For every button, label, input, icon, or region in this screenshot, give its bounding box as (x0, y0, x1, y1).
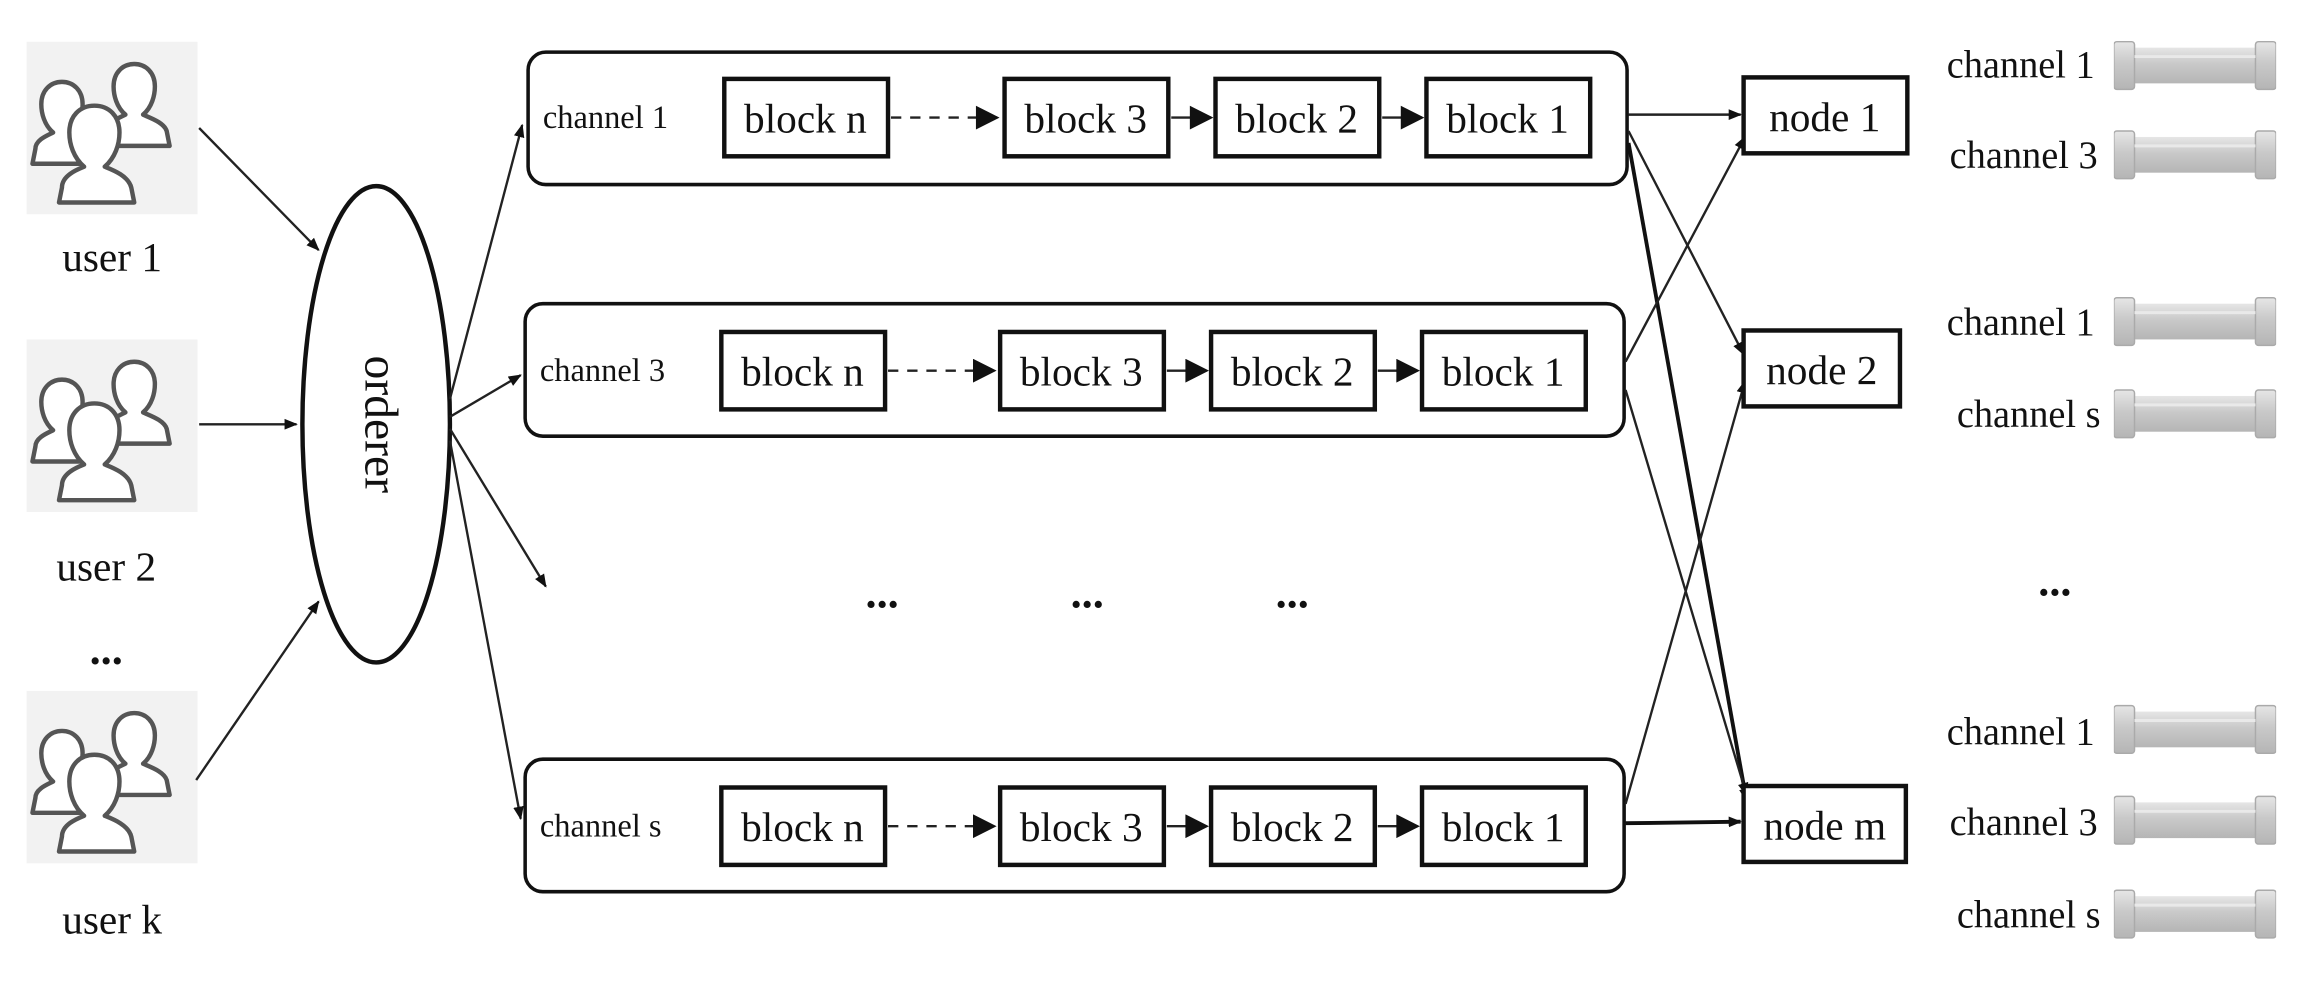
arrow-orderer-more (448, 428, 547, 588)
ledger-cylinder-icon (2113, 388, 2277, 440)
orderer: orderer (300, 183, 453, 665)
channel-row-3: channel 3 block n block 3 block 2 block … (523, 301, 1626, 438)
orderer-to-channel-arrows (448, 123, 547, 821)
ledger-channel-label: channel 1 (1947, 44, 2095, 86)
node-box (1741, 75, 1910, 156)
users-group-icon (27, 691, 198, 864)
ledger-channel-label: channel 3 (1950, 802, 2098, 844)
user-2-label: user 2 (56, 543, 156, 589)
channel-row-s: channel s block n block 3 block 2 block … (523, 757, 1626, 894)
ledger-cylinder-icon (2113, 40, 2277, 91)
channel-label: channel 1 (543, 100, 668, 136)
users-group-icon (27, 42, 198, 215)
block-label: block 2 (1231, 804, 1354, 850)
block-label: block 3 (1020, 804, 1143, 850)
block-label: block n (741, 804, 864, 850)
ledger-channel-label: channel s (1957, 894, 2101, 936)
user-k: user k (27, 691, 198, 942)
ledger-cylinder-icon (2113, 794, 2277, 846)
node-box (1741, 328, 1903, 409)
user-1: user 1 (27, 42, 198, 280)
block-box (1419, 785, 1588, 868)
arrow-channels-nodem (1625, 816, 1742, 828)
block-box (1002, 76, 1171, 159)
node-m: node m (1741, 783, 1909, 865)
block-box (1424, 76, 1593, 159)
channel-label: channel s (540, 808, 662, 844)
orderer-ellipse (300, 183, 453, 665)
ledger-channel-label: channel 3 (1950, 135, 2098, 177)
channel-row-1: channel 1 block n block 3 block 2 block … (526, 50, 1629, 187)
arrow-orderer-channel1 (448, 123, 525, 400)
node-1-ledgers: channel 1 channel 3 (1947, 40, 2277, 181)
ledger-channel-label: channel 1 (1947, 711, 2095, 753)
node-2-ledgers: channel 1 channel s (1947, 296, 2277, 440)
node-label: node m (1763, 802, 1886, 848)
user-to-orderer-arrows (195, 127, 320, 781)
ledger-channel-label: channel s (1957, 394, 2101, 436)
channel-label: channel 3 (540, 353, 665, 389)
block-box (722, 76, 891, 159)
middle-ellipsis: ... (1071, 567, 1104, 617)
nodes-ellipsis: ... (2038, 555, 2071, 605)
users-group-icon (27, 339, 198, 512)
block-box (1208, 785, 1378, 868)
block-box (719, 785, 888, 868)
users-ellipsis: ... (90, 624, 123, 674)
ledger-cylinder-icon (2113, 704, 2277, 755)
block-box (1208, 329, 1378, 412)
orderer-label: orderer (354, 356, 406, 494)
ledger-channel-label: channel 1 (1947, 302, 2095, 344)
block-box (997, 785, 1167, 868)
node-label: node 2 (1766, 347, 1877, 393)
ledger-cylinder-icon (2113, 296, 2277, 347)
block-box (997, 329, 1167, 412)
block-label: block 3 (1020, 348, 1143, 394)
block-label: block 2 (1235, 95, 1358, 141)
block-box (719, 329, 888, 412)
block-box (1213, 76, 1382, 159)
node-2: node 2 (1741, 328, 1903, 409)
arrow-orderer-channel3 (449, 374, 522, 418)
middle-ellipsis: ... (866, 567, 899, 617)
arrow-userk-orderer (195, 600, 320, 781)
block-label: block 1 (1442, 348, 1565, 394)
ledger-cylinder-icon (2113, 888, 2277, 940)
node-box (1741, 783, 1909, 865)
node-m-ledgers: channel 1 channel 3 channel s (1947, 704, 2277, 940)
arrow-channels-node2 (1624, 379, 1747, 805)
block-label: block n (741, 348, 864, 394)
arrow-orderer-channels (448, 440, 524, 821)
user-2: user 2 (27, 339, 198, 590)
block-label: block n (744, 95, 867, 141)
block-label: block 1 (1442, 804, 1565, 850)
block-label: block 1 (1446, 95, 1569, 141)
node-label: node 1 (1769, 94, 1880, 140)
node-1: node 1 (1741, 75, 1910, 156)
block-box (1419, 329, 1588, 412)
arrow-channel1-nodem (1626, 142, 1750, 803)
channel-to-node-arrows (1624, 109, 1750, 828)
arrow-channel3-node1 (1624, 135, 1747, 363)
block-label: block 3 (1024, 95, 1147, 141)
arrow-channel1-node2 (1627, 130, 1745, 356)
middle-ellipsis: ... (1276, 567, 1309, 617)
block-label: block 2 (1231, 348, 1354, 394)
user-1-label: user 1 (62, 234, 162, 280)
ledger-cylinder-icon (2113, 129, 2277, 181)
user-k-label: user k (62, 896, 162, 942)
arrow-user1-orderer (198, 127, 320, 252)
